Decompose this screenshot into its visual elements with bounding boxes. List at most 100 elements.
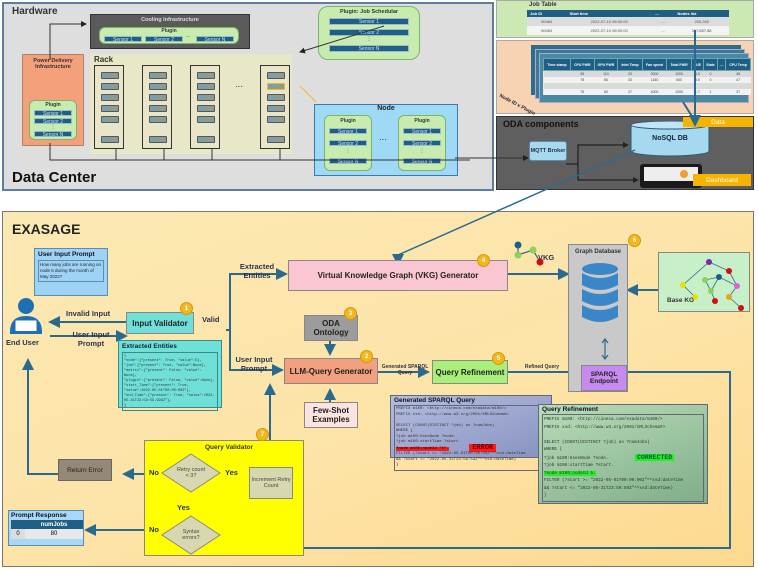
mqtt-broker: MQTT Broker [529,141,567,161]
step-badge-4: 4 [477,254,490,267]
table-cell: 3.5 [694,77,700,82]
table-cell: 117,887,88 [691,28,712,33]
retry-decision-label: Retry count < 3? [176,467,206,479]
generated-sparql-box: Generated SPARQL Query PREFIX m100: <htt… [390,395,552,471]
step-badge-3: 3 [344,307,357,320]
json-line: { [124,354,127,358]
table-cell: 0 [709,77,712,82]
fixed-line: ?node m100:nodeId 5. [544,470,596,476]
cooling-title: Cooling Infrastructure [141,17,199,23]
knowledge-graph-icon [680,259,744,311]
ellipsis: ⋮ [419,148,425,154]
table-cell: 20 [628,71,633,76]
vkg-generator[interactable]: Virtual Knowledge Graph (VKG) Generator [288,260,508,291]
table-cell: 0 [16,531,20,537]
table-cell: 1150 [650,77,659,82]
extracted-entities-json: {"node":{"present": True, "value":5},"jo… [122,352,218,411]
vkg-graph-icon [514,241,544,266]
table-header: .... [716,58,727,71]
extracted-entities-label: Extracted Entities [239,262,275,280]
json-line: "value":2022-05-01T00:00:00Z"}, [124,389,191,393]
syntax-decision: Syntax errors? [161,515,221,555]
table-row: 80484 2022-07-10 08:00:00.... 255,260 [527,17,729,26]
table-cell: .... [660,19,666,24]
sensor: Sensor 2 [329,140,367,147]
sensor: Sensor 1 [329,128,367,135]
table-cell: 110 [603,71,609,76]
table-header: Nodes list [674,10,729,17]
table-cell: 2022-07-10 08:00:00 [590,19,628,24]
base-kg-label: Base KG [667,297,695,304]
table-cell: 47 [736,77,741,82]
json-line: "metric":{"present": False, "value": Non… [124,369,202,378]
corrected-tag: CORRECTED [635,453,675,461]
data-tag: Data [683,117,753,127]
sensor: Sensor 2 [145,36,183,43]
table-cell: 80484 [541,19,553,24]
step-badge-6: 6 [628,234,641,247]
table-cell: 33 [628,77,633,82]
sensor: Sensor N [34,131,72,138]
input-validator-label: Input Validator [132,318,188,328]
return-error[interactable]: Return Error [58,459,112,481]
node-title: Node [377,105,395,112]
query-validator-title: Query Validator [205,444,254,451]
bidirectional-arrow [601,338,609,360]
increment-retry-count[interactable]: Increment Retry Count [249,467,293,499]
table-cell: 80 [25,529,83,539]
query-refinement-box: Query Refinement PREFIX m100: <http://ci… [538,404,708,504]
llm-query-generator[interactable]: LLM-Query Generator [284,358,378,384]
table-header [11,520,25,529]
table-cell: 45 [736,71,741,76]
exasage-title: EXASAGE [12,221,81,237]
sensor: Sensor N [329,45,409,52]
table-cell: 1200 [675,89,683,94]
no-label: No [149,468,159,477]
node-plugin: Plugin Sensor 1 Sensor 2 ⋮ Sensor N [398,115,446,171]
job-scheduler-plugin: Plugin: Job Schedular Sensor 1 Sensor 2 … [318,6,420,60]
end-user-label: End User [6,338,39,347]
json-line: "job":{"present": True, "value":None}, [124,364,206,368]
yes-label: Yes [177,503,190,512]
table-cell: 3000 [650,71,659,76]
user-input-prompt-box: User Input Prompt How many jobs are runn… [34,248,108,296]
error-tag: ERROR [469,443,497,452]
few-shot-examples[interactable]: Few-Shot Examples [304,402,358,428]
data-center-title: Data Center [12,169,97,186]
table-header: Inlet Temp [617,58,643,71]
ellipsis: ⋮ [345,148,351,154]
table-row: 0 80 [11,529,83,539]
step-badge-2: 2 [360,350,373,363]
json-line: "plugin":{"present": False, "value":None… [124,379,215,383]
sparql-endpoint[interactable]: SPARQL Endpoint [581,365,627,391]
step-badge-1: 1 [180,302,193,315]
rack [260,65,290,149]
refined-query-label: Refined Query [524,364,560,370]
sensor: Sensor 1 [104,36,142,43]
rack-ellipsis: ··· [235,82,243,91]
table-cell: 1 [709,89,712,94]
table-cell: 255,260 [694,19,709,24]
table-cell: .... [660,28,666,33]
table-header: Job ID [527,10,567,17]
rack-label: Rack [94,55,114,64]
table-header: .... [651,10,675,17]
query-validator: Query Validator Retry count < 3? Increme… [144,440,304,556]
table-cell: 60 [604,89,608,94]
table-header: Total PWR [666,58,692,71]
node-ellipsis: ··· [379,135,387,144]
table-cell: 75 [580,77,585,82]
node-box: Node Plugin Sensor 1 Sensor 2 ⋮ Sensor N… [314,104,458,176]
database-icon [582,263,618,322]
json-line: "end_Time":{"present": True, "value":202… [124,394,215,403]
nosql-db-label: NoSQL DB [652,135,688,142]
graph-database: Graph Database SPARQL Endpoint [568,244,628,392]
sensor: Sensor 2 [329,29,409,36]
vkg-label: VKG [538,253,555,262]
input-validator[interactable]: Input Validator [126,312,194,334]
